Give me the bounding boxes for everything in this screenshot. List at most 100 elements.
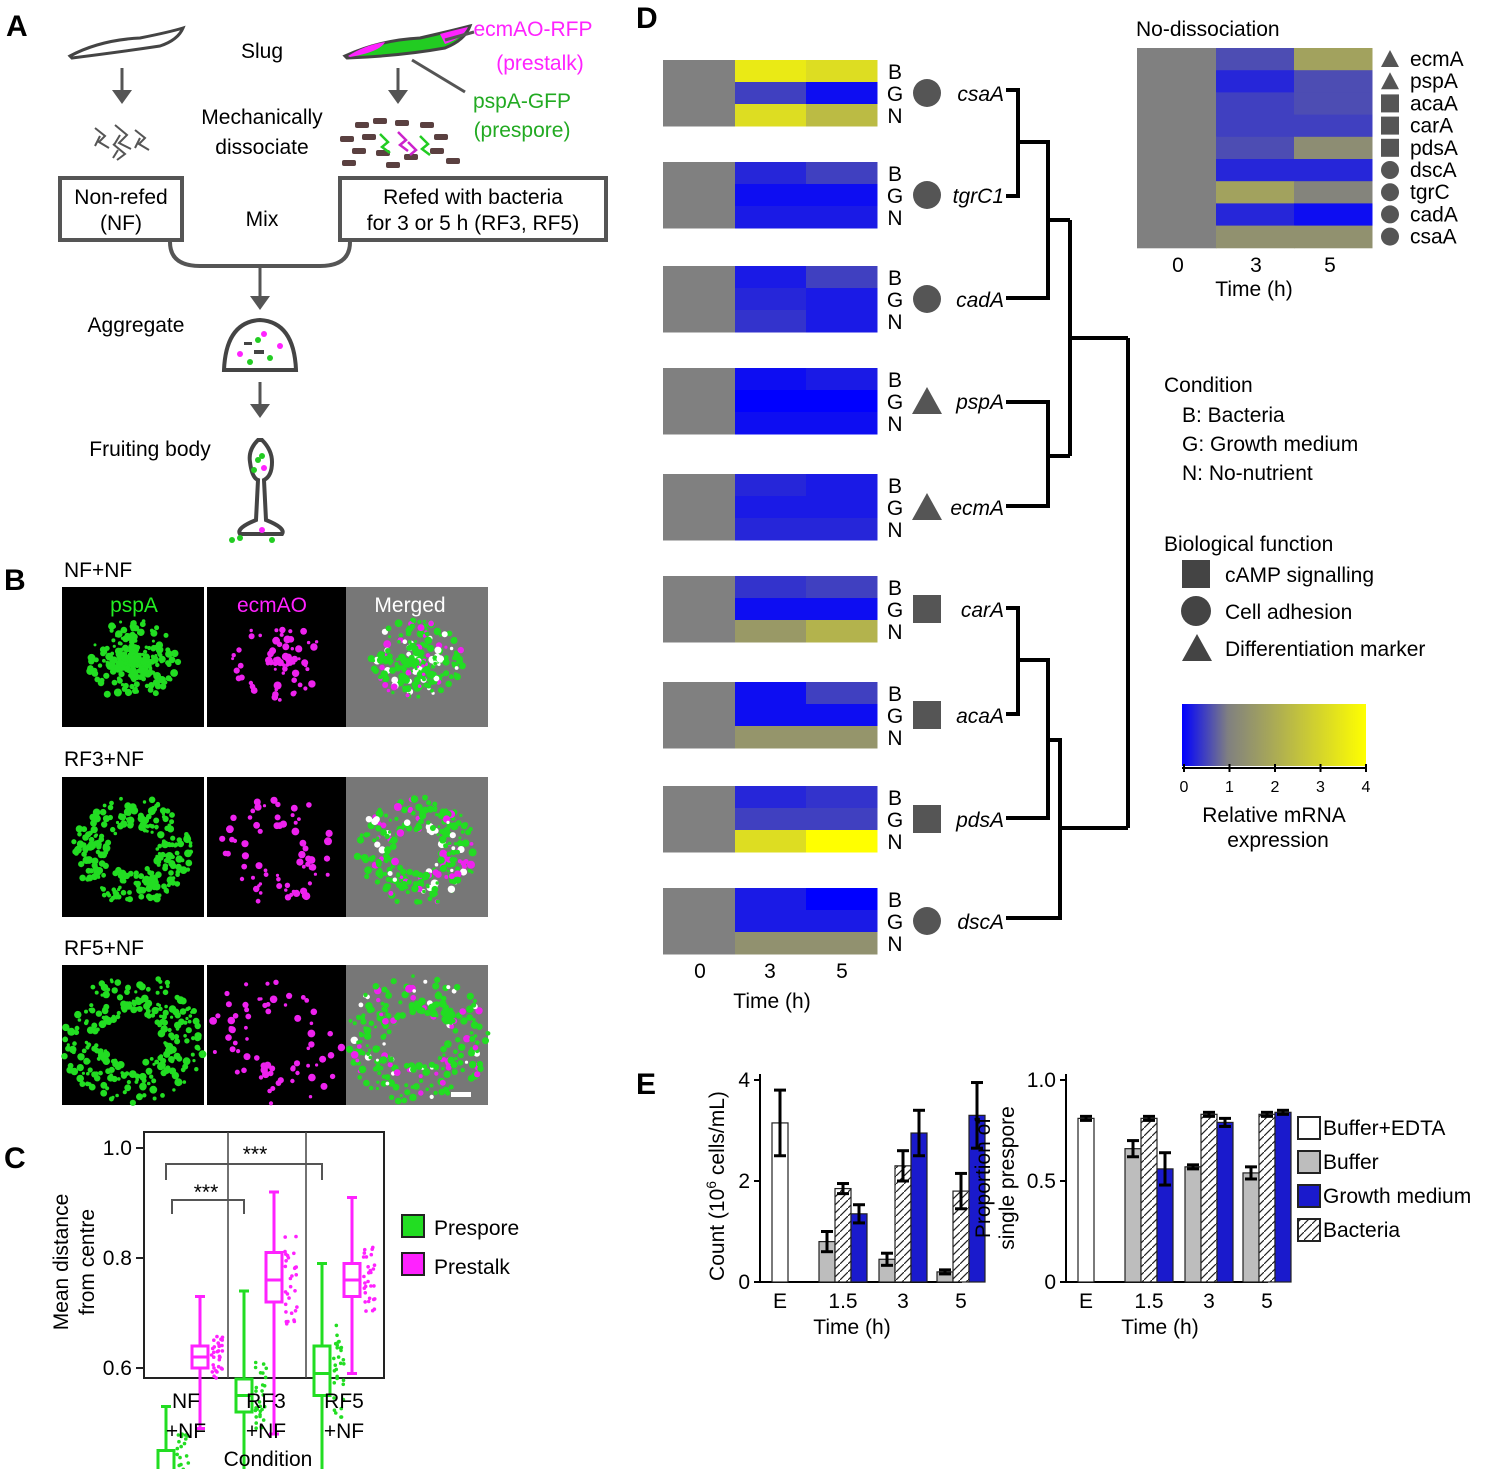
- data-point: [369, 1252, 374, 1257]
- data-point: [175, 1446, 180, 1451]
- colorbar-tick-label: 4: [1362, 779, 1371, 796]
- cell-spot: [162, 863, 169, 869]
- cell-spot: [117, 887, 121, 892]
- cell-spot: [399, 1012, 406, 1019]
- cell-spot: [170, 669, 179, 677]
- cell-spot: [270, 1086, 276, 1091]
- cell-spot: [112, 644, 116, 648]
- cell-spot: [81, 1048, 87, 1054]
- cell-spot: [141, 619, 146, 623]
- cell-spot: [314, 640, 319, 644]
- cell-spot: [360, 854, 369, 862]
- cell-spot: [426, 678, 430, 682]
- cell-spot: [81, 851, 87, 857]
- cell-spot: [405, 626, 413, 634]
- data-point: [367, 1296, 372, 1301]
- cell-spot: [167, 662, 171, 666]
- cell-spot: [78, 861, 85, 868]
- cell-spot: [383, 655, 392, 664]
- cell-spot: [224, 990, 230, 997]
- cell-spot: [388, 818, 392, 822]
- cell-spot: [101, 821, 108, 828]
- heat-cell: [663, 310, 736, 333]
- panel-e-label: E: [636, 1068, 656, 1101]
- channel-label-merged: Merged: [374, 594, 445, 617]
- nodiss-x-label: Time (h): [1215, 278, 1292, 301]
- heat-cell: [663, 266, 736, 289]
- rf-label-2: for 3 or 5 h (RF3, RF5): [367, 212, 579, 235]
- triangle-icon: [912, 387, 942, 414]
- heat-cell: [663, 620, 736, 643]
- dissociated-cells-right: [340, 118, 460, 168]
- condition-row-label: N: [887, 413, 902, 436]
- cell-spot: [236, 647, 242, 653]
- condition-row-label: G: [887, 391, 903, 414]
- heat-cell: [1294, 203, 1373, 227]
- cell-spot: [128, 655, 136, 663]
- cell-spot: [472, 1044, 479, 1051]
- cell-spot: [428, 620, 434, 627]
- aggregate-icon: [221, 317, 299, 372]
- cell-spot: [307, 1029, 316, 1038]
- legend-swatch-edta: [1297, 1116, 1321, 1140]
- data-point: [332, 1408, 337, 1412]
- cell-spot: [358, 1065, 367, 1074]
- cell-spot: [417, 624, 425, 632]
- condition-row-label: G: [887, 809, 903, 832]
- cell-spot: [363, 1026, 372, 1035]
- cell-spot: [464, 1060, 469, 1064]
- cell-spot: [425, 1087, 430, 1092]
- heat-cell: [806, 808, 878, 831]
- cell-spot: [124, 989, 130, 995]
- cell-spot: [388, 830, 392, 834]
- cell-spot: [122, 651, 128, 657]
- cell-spot: [124, 1001, 130, 1006]
- cell-spot: [287, 636, 295, 643]
- cell-spot: [310, 1008, 318, 1016]
- cell-spot: [236, 1049, 241, 1054]
- cell-spot: [433, 802, 437, 807]
- cell-spot: [172, 1088, 176, 1092]
- cell-spot: [399, 875, 404, 879]
- cell-spot: [457, 646, 464, 654]
- cell-spot: [258, 1075, 264, 1080]
- cell-spot: [83, 1020, 89, 1026]
- cell-spot: [97, 1052, 105, 1059]
- cell-spot: [96, 844, 102, 850]
- box: [264, 1251, 284, 1304]
- cell-spot: [155, 990, 160, 995]
- cell-spot: [303, 686, 308, 691]
- cell-spot: [120, 626, 128, 634]
- data-point: [254, 1389, 258, 1393]
- cell-spot: [418, 1074, 423, 1079]
- data-point: [257, 1400, 262, 1404]
- cell-spot: [270, 796, 278, 804]
- cell-spot: [158, 1006, 163, 1012]
- cell-spot: [135, 1078, 139, 1082]
- data-point: [366, 1279, 370, 1284]
- cell-spot: [404, 1089, 411, 1096]
- cell-spot: [102, 990, 110, 999]
- data-point: [336, 1355, 341, 1359]
- cell-spot: [365, 1044, 369, 1048]
- cell-spot: [368, 856, 375, 862]
- cell-spot: [414, 649, 423, 657]
- cell-spot: [300, 627, 307, 635]
- cell-spot: [100, 886, 104, 890]
- cell-spot: [290, 813, 295, 818]
- cell-spot: [412, 872, 417, 877]
- cell-spot: [241, 863, 248, 870]
- cell-spot: [368, 1055, 373, 1060]
- cell-spot: [182, 1063, 189, 1070]
- cell-spot: [168, 870, 174, 876]
- cell-spot: [433, 1090, 438, 1096]
- cell-spot: [124, 1071, 130, 1076]
- data-point: [210, 1346, 215, 1351]
- cell-spot: [263, 868, 268, 873]
- cell-spot: [460, 1067, 465, 1073]
- cell-spot: [86, 1071, 90, 1076]
- cell-spot: [191, 1036, 196, 1041]
- y-label-e-right-1: Proportion of: [972, 1118, 995, 1238]
- data-point: [254, 1421, 259, 1425]
